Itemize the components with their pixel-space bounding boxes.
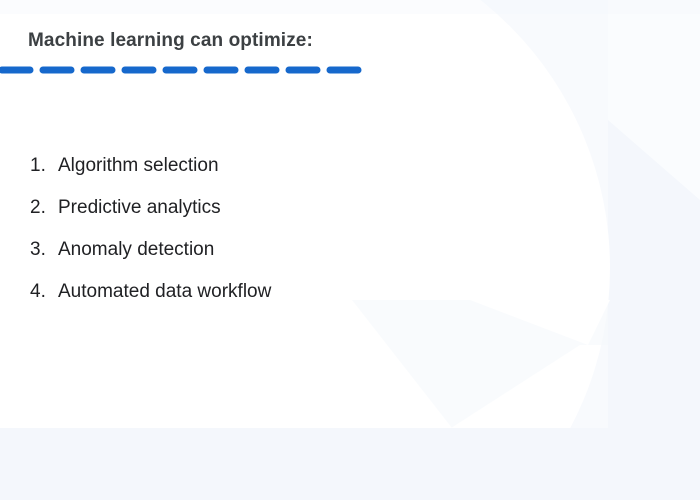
list-item-label: Anomaly detection <box>58 239 215 260</box>
list-item: 1. Algorithm selection <box>30 155 271 197</box>
list-item: 2. Predictive analytics <box>30 197 271 239</box>
list-item-number: 2. <box>30 197 46 218</box>
list-item-label: Predictive analytics <box>58 197 221 218</box>
list-item-label: Automated data workflow <box>58 281 272 302</box>
list-item-number: 4. <box>30 281 46 302</box>
page-title: Machine learning can optimize: <box>28 30 313 51</box>
feature-list: 1. Algorithm selection 2. Predictive ana… <box>30 155 271 323</box>
dashed-divider <box>0 66 372 74</box>
list-item-number: 1. <box>30 155 46 176</box>
list-item-number: 3. <box>30 239 46 260</box>
list-item-label: Algorithm selection <box>58 155 219 176</box>
list-item: 3. Anomaly detection <box>30 239 271 281</box>
list-item: 4. Automated data workflow <box>30 281 271 323</box>
